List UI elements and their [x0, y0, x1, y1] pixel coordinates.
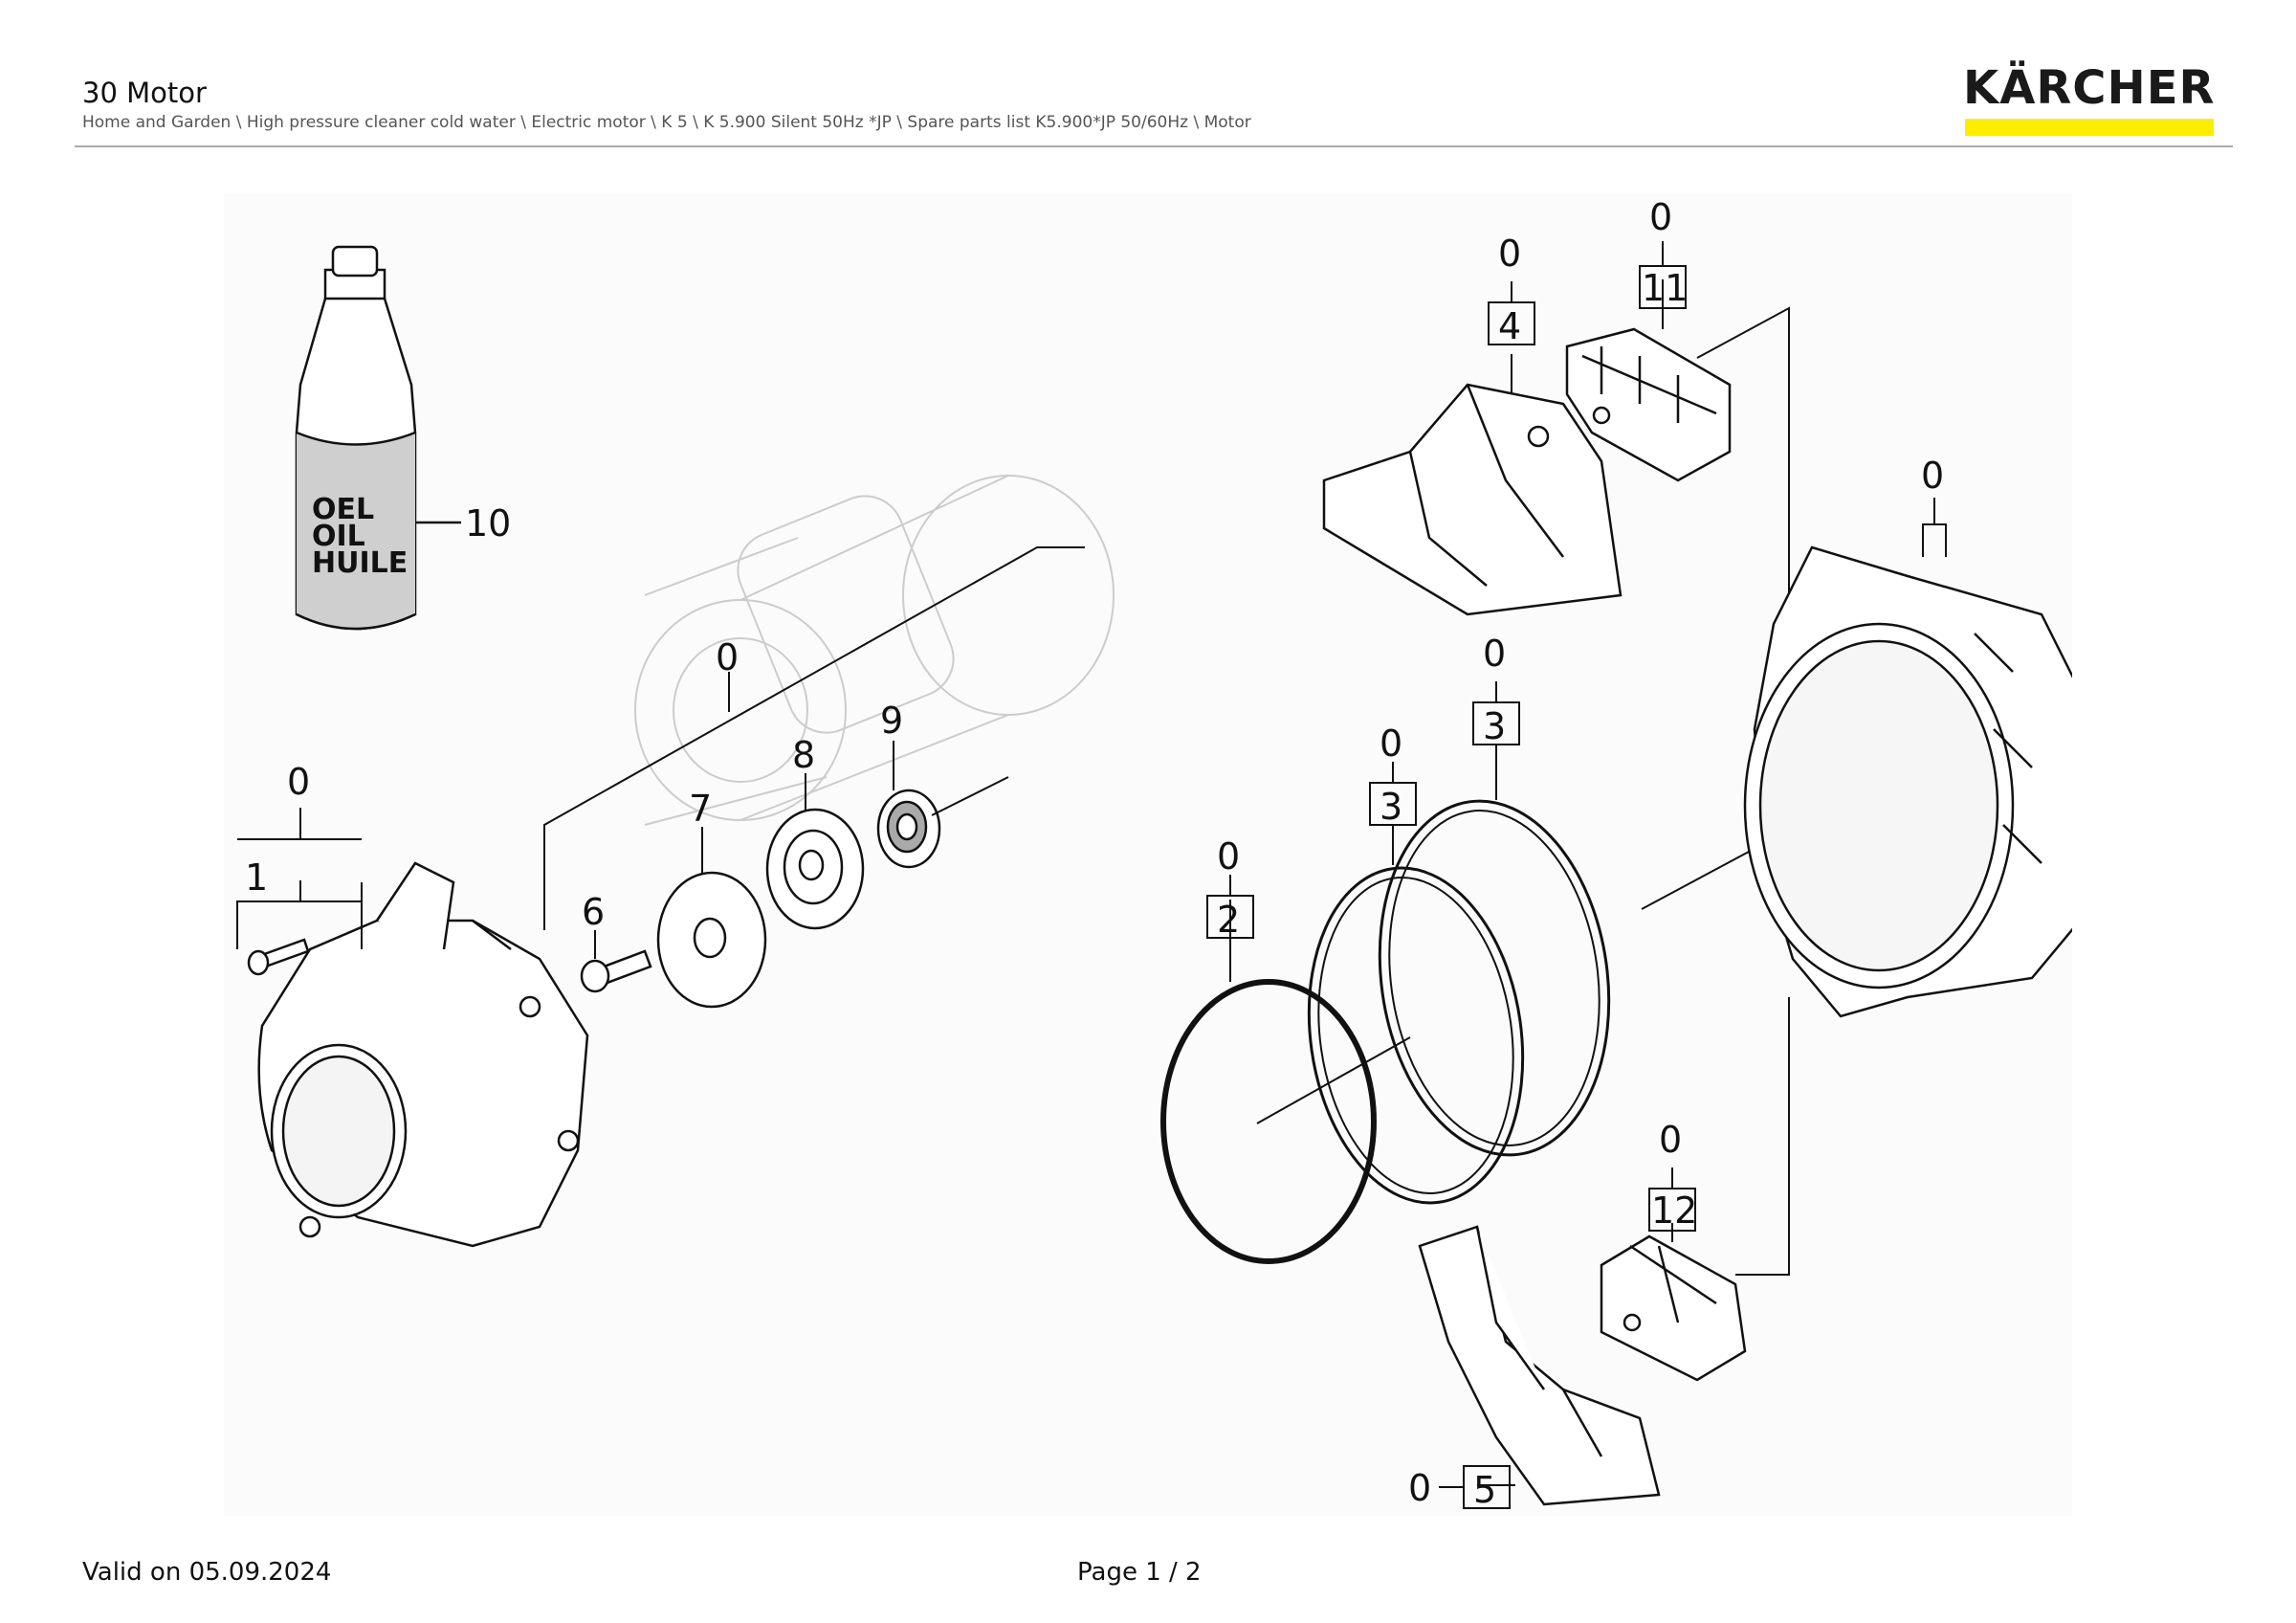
part-label-8: 8: [792, 734, 815, 776]
part-label-0-ring2: 0: [1217, 835, 1240, 878]
logo-yellow-bar: [1965, 119, 2214, 136]
screw-6: [580, 949, 652, 993]
bearing-8: [765, 808, 865, 930]
part-label-7: 7: [689, 788, 712, 830]
part-label-0-motor: 0: [716, 636, 739, 678]
part-label-0-bracket4: 0: [1498, 233, 1521, 275]
part-label-6: 6: [582, 891, 605, 933]
seal-9: [876, 789, 941, 869]
part-label-0-5: 0: [1408, 1467, 1431, 1509]
motor-cover: [257, 861, 589, 1248]
o-ring-2: [1160, 979, 1377, 1264]
part-label-0-ring3b: 0: [1483, 633, 1506, 675]
bottle-cap: [331, 245, 379, 278]
oil-bottle: [295, 245, 417, 631]
part-label-4: 4: [1498, 305, 1521, 347]
washer-7: [656, 871, 767, 1009]
part-label-0-cover: 0: [287, 761, 310, 803]
part-label-11: 11: [1642, 267, 1688, 309]
bottle-oil-fill: [297, 433, 415, 629]
page-title: 30 Motor: [82, 77, 207, 109]
o-ring-3b: [1378, 799, 1611, 1157]
part-label-12: 12: [1651, 1189, 1697, 1232]
bottle-text-huile: HUILE: [312, 546, 408, 580]
logo-text: KÄRCHER: [1963, 61, 2216, 115]
part-label-1: 1: [245, 856, 268, 899]
damper-11: [1565, 327, 1732, 482]
bracket-4: [1322, 383, 1623, 616]
motor-housing: [1743, 545, 2072, 1018]
part-label-2: 2: [1217, 899, 1240, 941]
part-label-10: 10: [465, 502, 511, 545]
bracket-5: [1418, 1225, 1661, 1506]
part-label-9: 9: [880, 700, 903, 742]
damper-12: [1600, 1234, 1747, 1382]
o-ring-3a: [1307, 866, 1525, 1205]
page-number: Page 1 / 2: [1077, 1558, 1202, 1587]
bottle-fill-line: [296, 431, 416, 446]
part-label-0-11: 0: [1649, 196, 1672, 238]
breadcrumb[interactable]: Home and Garden \ High pressure cleaner …: [82, 113, 1251, 132]
part-label-5: 5: [1473, 1469, 1496, 1511]
part-label-0-housing: 0: [1921, 455, 1944, 497]
bottle-text-oil: OIL: [312, 520, 365, 553]
karcher-logo: KÄRCHER: [1963, 65, 2216, 138]
valid-date: Valid on 05.09.2024: [82, 1558, 332, 1587]
motor-rotor: [634, 475, 1115, 826]
bottle-text-oel: OEL: [312, 493, 374, 526]
part-label-3a: 3: [1380, 786, 1402, 828]
leader-motor: [543, 546, 1085, 930]
part-label-0-ring3a: 0: [1380, 723, 1402, 765]
part-label-3b: 3: [1483, 705, 1506, 747]
part-label-0-12: 0: [1659, 1119, 1682, 1161]
screw-1: [247, 938, 310, 976]
header-divider: [75, 145, 2233, 147]
exploded-parts-diagram: OEL OIL HUILE 10 0 0 1 6 7: [224, 193, 2072, 1516]
